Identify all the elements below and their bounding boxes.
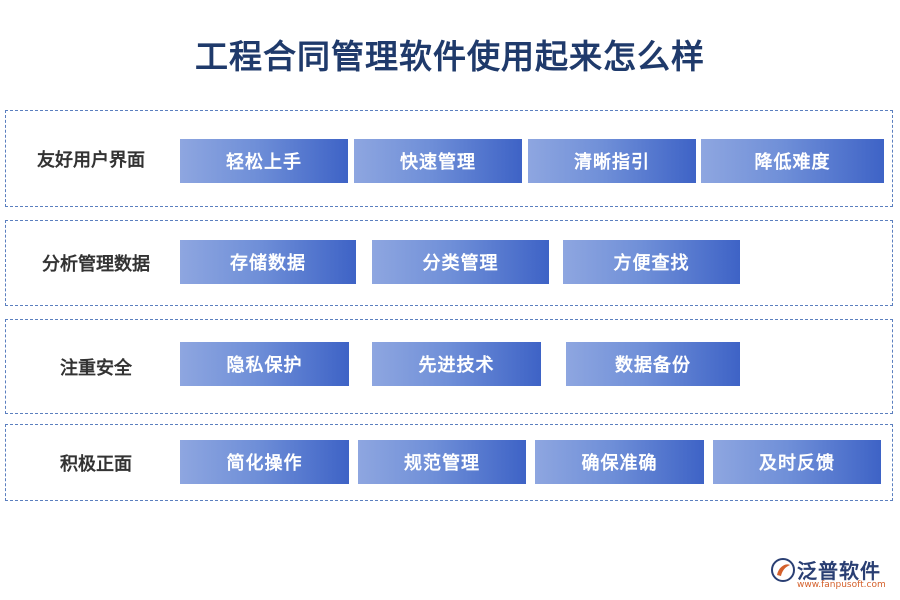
section-label: 友好用户界面 (37, 149, 145, 171)
section-security: 注重安全 隐私保护 先进技术 数据备份 (5, 319, 893, 414)
chip: 清晰指引 (528, 139, 696, 183)
chip: 简化操作 (180, 440, 349, 484)
section-label: 分析管理数据 (42, 254, 150, 275)
chip: 规范管理 (358, 440, 526, 484)
section-friendly-ui: 友好用户界面 轻松上手 快速管理 清晰指引 降低难度 (5, 110, 893, 207)
chip: 先进技术 (372, 342, 541, 386)
chip: 方便查找 (563, 240, 740, 284)
chip: 数据备份 (566, 342, 740, 386)
chip: 及时反馈 (713, 440, 881, 484)
section-data-analysis: 分析管理数据 存储数据 分类管理 方便查找 (5, 220, 893, 306)
chip: 存储数据 (180, 240, 356, 284)
section-label: 积极正面 (60, 453, 132, 475)
brand-logo: 泛普软件 www.fanpusoft.com (770, 555, 895, 595)
chip: 分类管理 (372, 240, 549, 284)
brand-url: www.fanpusoft.com (797, 580, 886, 590)
chip: 确保准确 (535, 440, 704, 484)
section-positive: 积极正面 简化操作 规范管理 确保准确 及时反馈 (5, 424, 893, 501)
chip: 轻松上手 (180, 139, 348, 183)
fanpu-logo-icon (771, 558, 795, 582)
chip: 快速管理 (354, 139, 522, 183)
section-label: 注重安全 (60, 357, 132, 379)
page-title: 工程合同管理软件使用起来怎么样 (195, 37, 705, 76)
brand-name: 泛普软件 (797, 559, 881, 583)
chip: 隐私保护 (180, 342, 349, 386)
chip: 降低难度 (701, 139, 884, 183)
